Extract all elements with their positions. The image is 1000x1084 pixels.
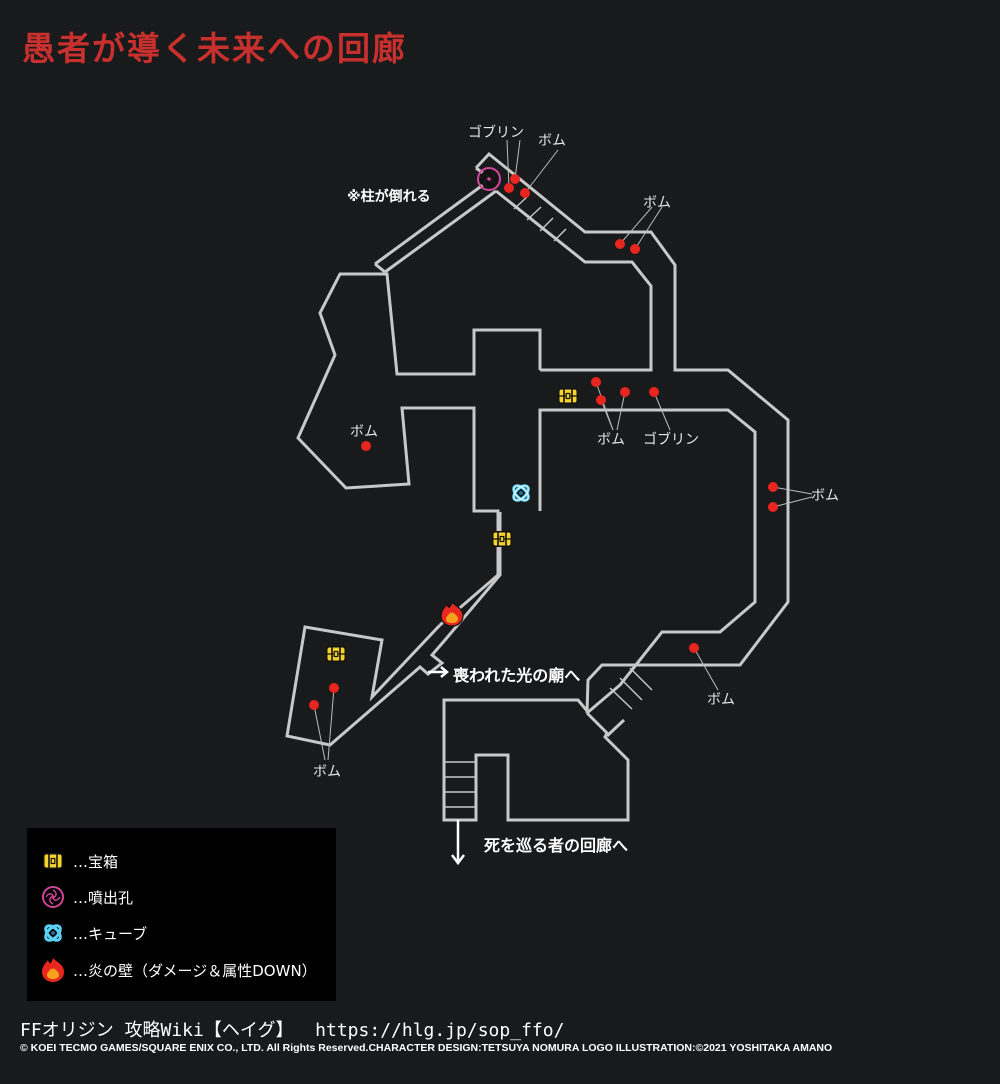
legend-item-fire-wall: …炎の壁（ダメージ＆属性DOWN） [41, 957, 317, 983]
site-credit: FFオリジン 攻略Wiki【ヘイグ】 https://hlg.jp/sop_ff… [20, 1020, 565, 1041]
map-title: 愚者が導く未来への回廊 [22, 29, 407, 68]
fire-wall-icon [42, 958, 64, 982]
enemy-label: ボム [538, 133, 566, 149]
exit-arrows [428, 666, 465, 866]
enemy-label: ゴブリン [643, 432, 699, 448]
vent-icon [42, 886, 64, 908]
legend-label: …噴出孔 [73, 888, 134, 907]
legend-item-chest: …宝箱 [41, 848, 118, 874]
legend-label: …宝箱 [73, 852, 119, 871]
exit-death-corridor: 死を巡る者の回廊へ [484, 836, 629, 855]
cube-icon [509, 481, 533, 505]
fire-wall-icon [440, 601, 464, 627]
map-legend: …宝箱 …噴出孔 …キューブ …炎の壁（ダメージ＆属性DOWN） [27, 828, 336, 1001]
enemy-label: ボム [313, 764, 341, 780]
copyright: © KOEI TECMO GAMES/SQUARE ENIX CO., LTD.… [20, 1042, 833, 1054]
enemy-label: ゴブリン [468, 125, 524, 141]
pillar-note: ※柱が倒れる [347, 189, 431, 205]
treasure-chest-icon [325, 645, 347, 663]
legend-label: …炎の壁（ダメージ＆属性DOWN） [73, 961, 317, 980]
enemy-label: ボム [350, 424, 378, 440]
treasure-chest-icon [557, 387, 579, 405]
vent-icon [477, 167, 501, 191]
enemy-label: ボム [597, 432, 625, 448]
legend-item-cube: …キューブ [41, 920, 147, 946]
treasure-chest-icon [43, 853, 63, 869]
leader-lines [313, 139, 813, 761]
enemy-label: ボム [811, 488, 839, 504]
cube-icon [44, 924, 62, 942]
walls [285, 151, 790, 822]
legend-item-vent: …噴出孔 [41, 884, 133, 910]
enemy-label: ボム [643, 195, 671, 211]
legend-label: …キューブ [73, 924, 148, 943]
exit-lost-light-temple: 喪われた光の廟へ [453, 666, 581, 685]
enemy-markers [309, 174, 778, 710]
enemy-label: ボム [707, 692, 735, 708]
treasure-chest-icon [491, 530, 513, 548]
